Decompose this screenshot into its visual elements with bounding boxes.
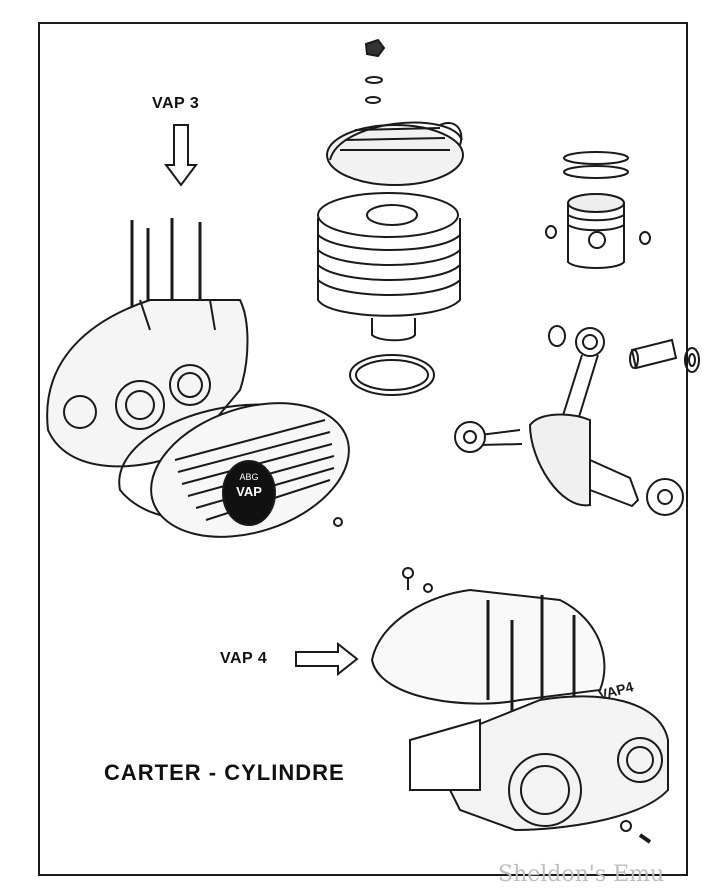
gudgeon-pin: [629, 338, 700, 373]
vap3-side-cover: [150, 402, 350, 538]
vap4-right-arrow: [295, 641, 359, 677]
cover-badge-line2: VAP: [236, 484, 262, 499]
vap4-label: VAP 4: [220, 650, 268, 667]
watermark: Sheldon's Emu: [498, 862, 665, 887]
piston-rings: [563, 151, 629, 179]
cover-badge-line1: ABG: [239, 472, 258, 482]
cylinder-base-gasket: [349, 354, 435, 396]
cylinder-head-nut-washers: [364, 38, 386, 104]
vap3-label: VAP 3: [152, 95, 200, 112]
vap3-down-arrow: [164, 124, 198, 187]
cylinder-head: [326, 121, 464, 186]
diagram-title: CARTER - CYLINDRE: [104, 760, 345, 785]
vap4-cover-screws: [402, 567, 652, 844]
crankshaft-assembly: [454, 325, 684, 516]
vap3-crankcase: [46, 218, 249, 468]
piston: [545, 193, 651, 269]
cylinder-barrel: [317, 192, 461, 342]
figure-border: [38, 22, 688, 876]
vap4-crankcase: [409, 595, 669, 832]
